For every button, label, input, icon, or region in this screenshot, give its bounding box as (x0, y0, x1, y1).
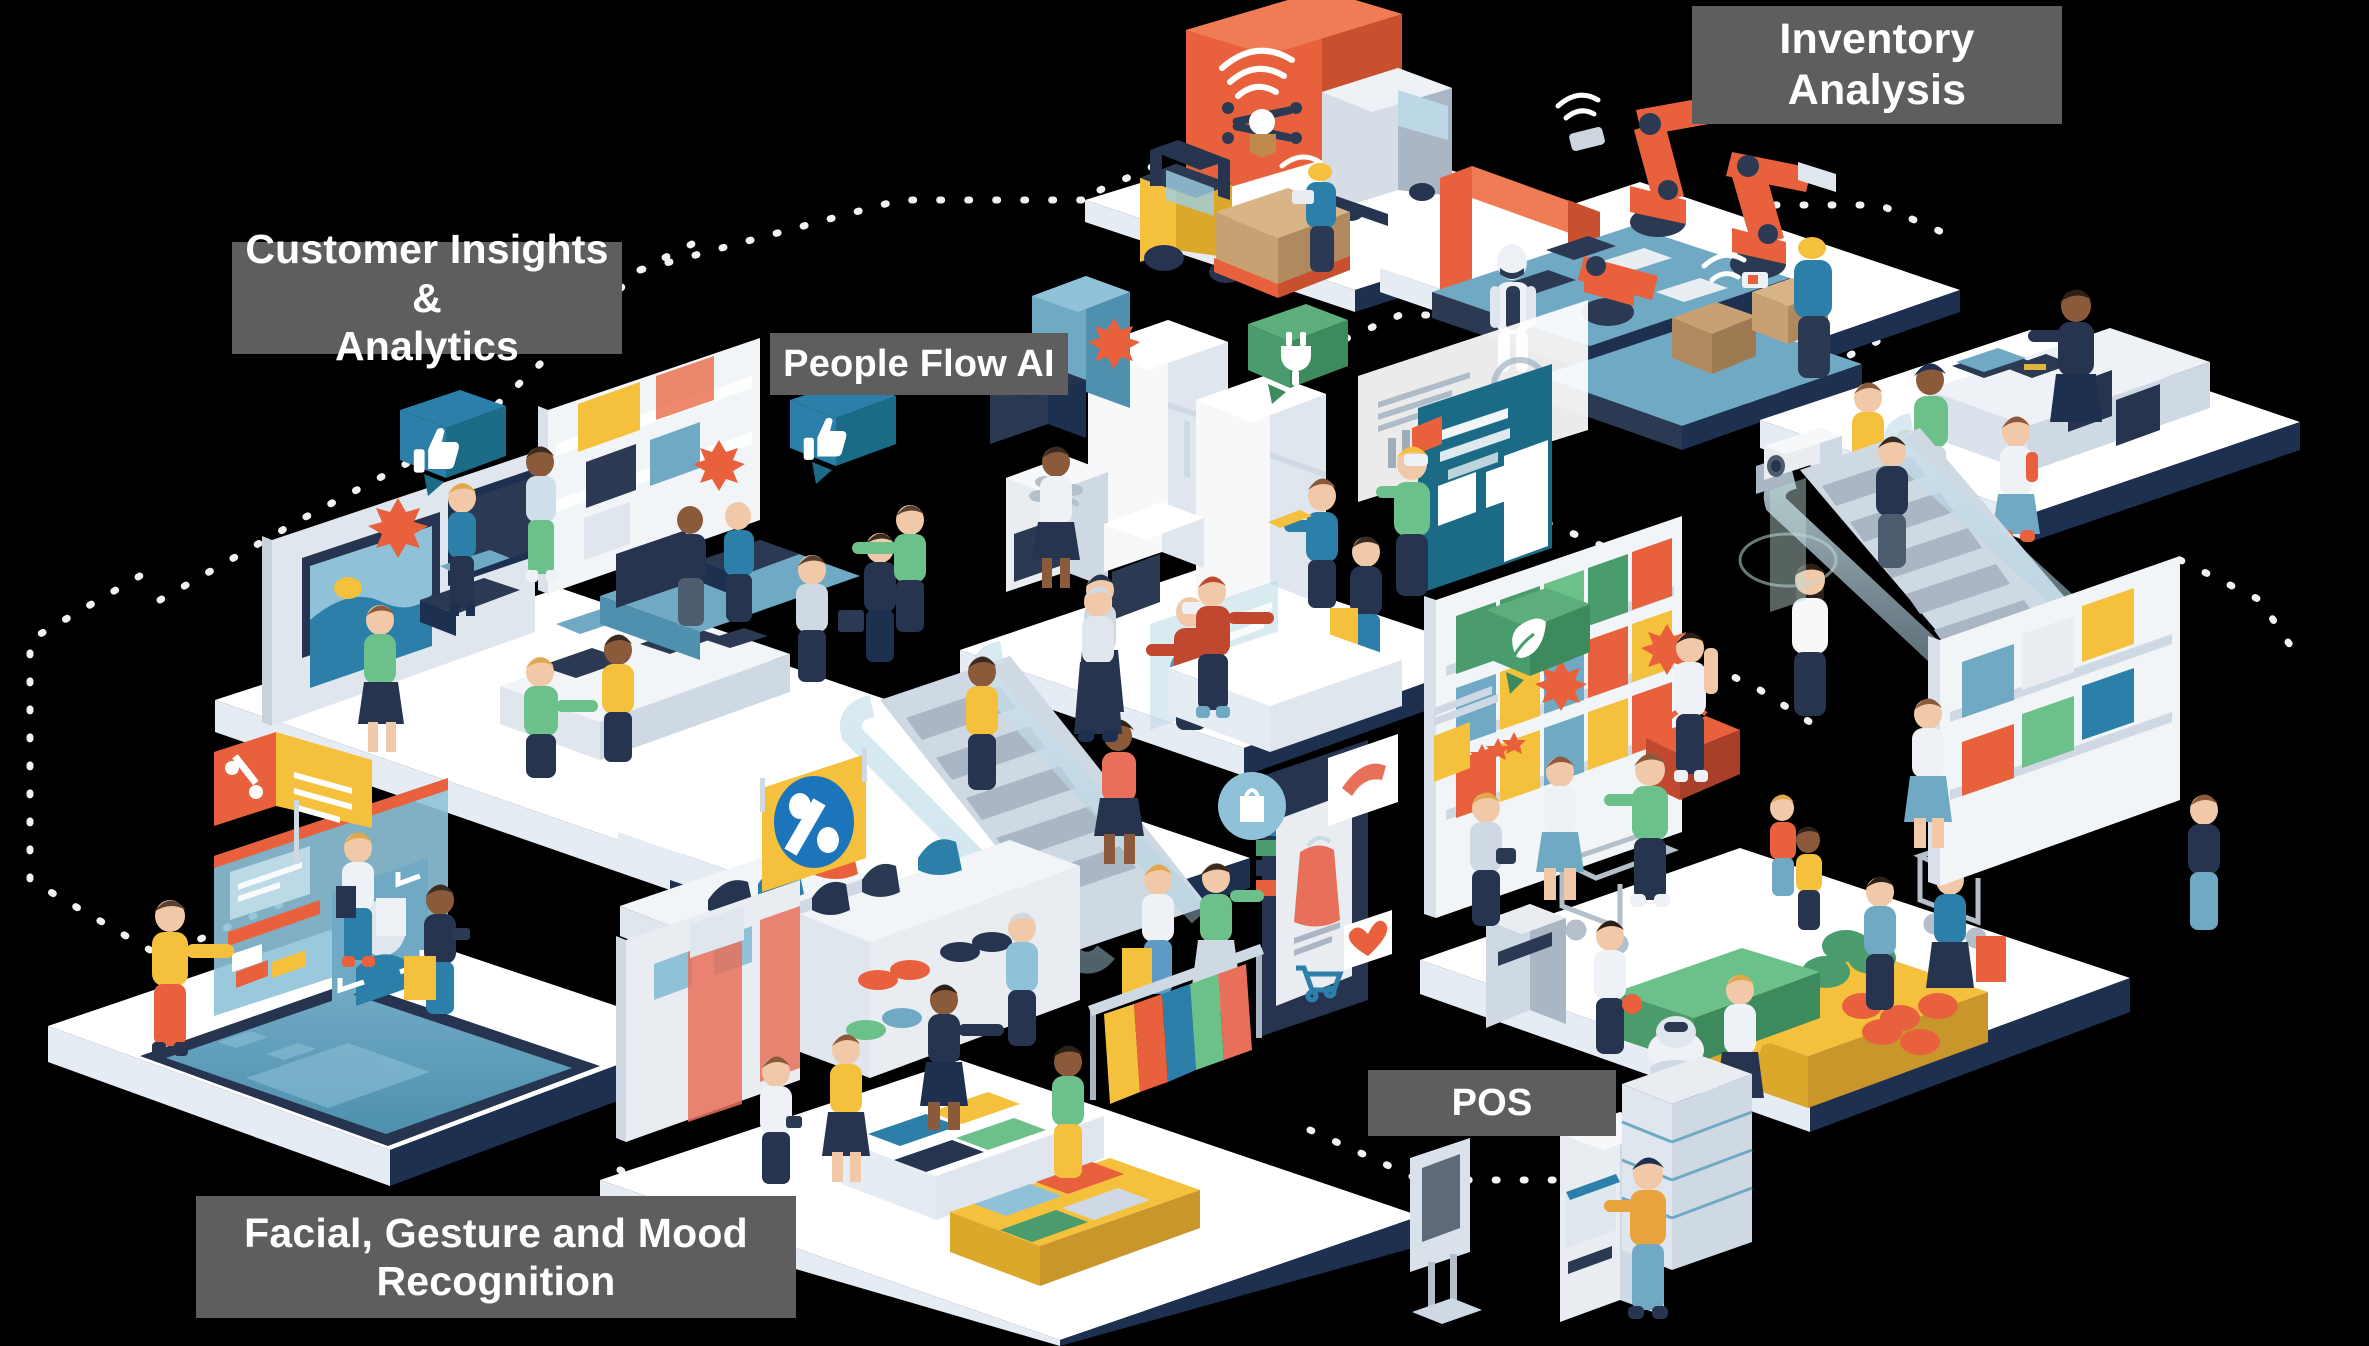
escalator-rider-coral (1094, 719, 1144, 864)
label-line-1: People Flow AI (783, 342, 1055, 385)
walking-shopper-blue (1006, 912, 1038, 1046)
shopper-with-bag-2 (404, 884, 470, 1014)
phone-shelving (538, 338, 760, 594)
logistics-dock-platform (1085, 0, 1590, 312)
right-shelf-shopper-2 (2188, 794, 2220, 930)
service-staff (2028, 289, 2102, 422)
vr-dashboard-panel (1412, 364, 1552, 594)
woman-in-skirt (1074, 586, 1122, 742)
giant-smartphone-floor (140, 982, 600, 1146)
percent-sign-banner (760, 748, 867, 892)
mobile-shopping-panel (1122, 734, 1398, 1036)
shopping-bag-icon (1218, 772, 1286, 840)
supermarket-shopper-2 (1470, 792, 1516, 926)
tablet-shopper (1268, 478, 1338, 608)
shopper-with-bag-1 (336, 832, 406, 967)
label-line-1: Customer Insights & (245, 226, 609, 321)
label-line-1: Inventory (1779, 15, 1975, 64)
label-line-2: Recognition (376, 1258, 616, 1304)
sale-burst-icon (1088, 318, 1140, 369)
label-inventory-analysis[interactable]: Inventory Analysis (1692, 6, 2062, 124)
discount-banner (214, 732, 372, 864)
sale-burst-icon (1535, 624, 1693, 711)
packing-worker (1701, 237, 1832, 378)
robot-arm-right (1726, 152, 1836, 279)
fitting-rooms (616, 880, 800, 1142)
digital-signage-kiosk (1410, 1138, 1482, 1324)
label-pos[interactable]: POS (1368, 1070, 1616, 1136)
appliance-shopper (1032, 446, 1080, 588)
percent-discount-icon (784, 793, 839, 856)
supermarket-shopper-5 (1864, 876, 1896, 1010)
cart-pusher (1604, 753, 1670, 907)
shopper-group-electronics (358, 446, 926, 778)
bag-shopper (1122, 864, 1174, 994)
produce-shopper (1594, 920, 1642, 1054)
yellow-sweater-shopper (822, 1034, 870, 1182)
eco-leaf-bubble-icon (1486, 588, 1590, 694)
label-people-flow-ai[interactable]: People Flow AI (770, 333, 1068, 395)
service-customer-girl (1992, 416, 2040, 542)
escalator-rider-yellow (966, 656, 998, 790)
robot-arm-lower (1578, 256, 1658, 326)
vr-shopper (1376, 446, 1430, 596)
label-line-1: POS (1451, 1081, 1533, 1124)
heart-icon (1344, 910, 1392, 970)
thumbs-up-bubble-icon (400, 390, 506, 496)
security-camera-icon (1738, 428, 1842, 612)
label-line-1: Facial, Gesture and Mood (244, 1209, 748, 1256)
facial-recognition-platform (48, 732, 700, 1186)
clothing-rack (1088, 944, 1264, 1104)
power-plug-bubble-icon (1248, 304, 1348, 404)
label-line-2: Analysis (1787, 66, 1967, 114)
fitting-room-shopper (760, 1056, 802, 1184)
right-shelf-shopper (1904, 698, 1952, 848)
product-rating-card (1434, 686, 1526, 782)
boy-shopper (1052, 1045, 1084, 1178)
delivery-drone (1219, 47, 1302, 158)
label-line-2: Analytics (334, 323, 520, 370)
percent-discount-icon (225, 754, 263, 799)
dock-worker (1279, 154, 1336, 272)
escalator-bystander (1792, 563, 1828, 716)
right-display-shelf (1928, 556, 2180, 886)
folded-clothes-table-2 (950, 1158, 1200, 1286)
label-facial-gesture-mood-recognition[interactable]: Facial, Gesture and Mood Recognition (196, 1196, 796, 1318)
child-shopper-2 (1796, 826, 1822, 930)
label-customer-insights-analytics[interactable]: Customer Insights & Analytics (232, 226, 622, 369)
store-associate (920, 984, 1004, 1130)
security-gate (1486, 904, 1566, 1028)
supermarket-shopper-3 (1674, 632, 1718, 782)
delivery-truck (1186, 0, 1452, 226)
pos-kiosk-platform (1410, 1056, 1753, 1324)
sale-burst-icon (693, 440, 745, 491)
kiosk-user (152, 900, 234, 1056)
terminal-user (1604, 1157, 1668, 1319)
mezzanine-shopper (1196, 576, 1274, 718)
chat-bubble-icon (790, 380, 896, 484)
child-shopper-1 (1770, 794, 1796, 896)
shopping-cart-icon (1296, 965, 1344, 1003)
escalator-rider-right (1876, 436, 1908, 568)
fashion-store-platform (600, 839, 1420, 1346)
sale-burst-icon (368, 498, 428, 558)
wifi-signal-icon (1219, 47, 1295, 99)
supermarket-shopper-1 (1536, 756, 1584, 900)
